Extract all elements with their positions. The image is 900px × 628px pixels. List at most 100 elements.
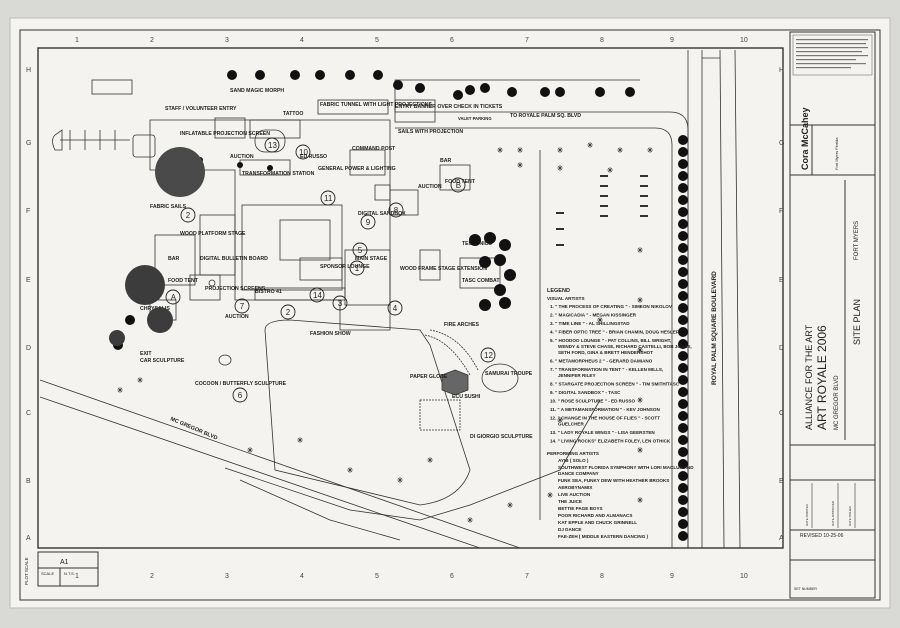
- bottom-block: A1 SCALE N.T.S. PLOT SCALE: [24, 551, 99, 587]
- artwork-marker: 6: [232, 387, 248, 403]
- tree: [507, 87, 517, 97]
- grid-column-label: 3: [225, 37, 229, 44]
- plot-scale: PLOT SCALE: [24, 557, 29, 585]
- legend-visual-item: 4. " FIBER OPTIC TREE " - BRIAN CHAMIN, …: [550, 330, 679, 335]
- artwork-marker: 1: [349, 260, 365, 276]
- site-label-staff: STAFF / VOLUNTEER ENTRY: [165, 106, 237, 112]
- tree: [465, 85, 475, 95]
- tree: [678, 231, 688, 241]
- sheet-title: SITE PLAN: [852, 299, 862, 345]
- title-block: Cora McCahey Fort Myers Florida ALLIANCE…: [789, 31, 876, 599]
- tree: [678, 399, 688, 409]
- artwork-marker-number: 8: [394, 206, 399, 215]
- site-label-sails-proj: SAILS WITH PROJECTION: [398, 129, 463, 135]
- large-tree-canopy: [109, 147, 205, 346]
- shrub: [597, 317, 603, 323]
- tree: [227, 70, 237, 80]
- shrub: [397, 477, 403, 483]
- artwork-marker-number: 7: [240, 302, 245, 311]
- tree: [479, 299, 491, 311]
- legend-visual-item: 11. " A METAMANSFORMATION " - KEV JOHNSO…: [550, 407, 660, 412]
- artwork-marker-number: 6: [238, 391, 243, 400]
- shrub: [517, 147, 523, 153]
- grid-column-label: 5: [375, 37, 379, 44]
- site-label-car-sculpture: CAR SCULPTURE: [140, 358, 185, 364]
- shrub: [557, 165, 563, 171]
- grid-row-label: H: [26, 67, 31, 74]
- shrub: [547, 492, 553, 498]
- shrub: [617, 147, 623, 153]
- legend-visual-item: 13. " LADY ROYALE WINGS " - LISA GEERSTE…: [550, 430, 655, 435]
- tree: [255, 70, 265, 80]
- grid-column-label: 2: [150, 37, 154, 44]
- tree: [678, 435, 688, 445]
- legend-performing-item: SOUTHWEST FLORIDA SYMPHONY WITH LORI MAC…: [558, 465, 694, 476]
- site-label-ed-russo: ED RUSSO: [300, 154, 327, 160]
- grid-row-label: F: [26, 208, 30, 215]
- artwork-marker-number: 1: [355, 264, 360, 273]
- site-label-food-tent-b: FOOD TENT: [445, 179, 476, 185]
- tree: [499, 297, 511, 309]
- tree: [678, 483, 688, 493]
- tree: [480, 83, 490, 93]
- grid-row-label: G: [779, 140, 784, 147]
- site-label-fashion-show: FASHION SHOW: [310, 331, 351, 337]
- shrub: [637, 447, 643, 453]
- tree: [678, 279, 688, 289]
- tree: [678, 147, 688, 157]
- tree: [595, 87, 605, 97]
- artwork-marker-number: A: [171, 293, 177, 302]
- legend-performing-item: LIVE AUCTION: [558, 492, 591, 497]
- grid-row-label: F: [779, 208, 783, 215]
- grid-column-label: 10: [740, 37, 748, 44]
- tree: [393, 80, 403, 90]
- tree: [678, 291, 688, 301]
- site-label-samurai: SAMURAI TROUPE: [485, 371, 533, 377]
- tree: [678, 195, 688, 205]
- tree: [678, 183, 688, 193]
- scale-value: N.T.S.: [64, 571, 75, 576]
- site-label-bistro: BISTRO 41: [255, 289, 282, 295]
- tree: [290, 70, 300, 80]
- artwork-marker: 13: [264, 137, 280, 153]
- shrub: [297, 437, 303, 443]
- firm-name: Cora McCahey: [800, 107, 810, 170]
- grid-column-label: 9: [670, 37, 674, 44]
- artwork-marker-number: 3: [338, 299, 343, 308]
- tree: [678, 423, 688, 433]
- site-label-sponsor: SPONSOR LOUNGE: [320, 264, 370, 270]
- artwork-marker: 14: [309, 287, 325, 303]
- grid-column-label: 3: [225, 573, 229, 580]
- grid-row-label: E: [779, 277, 784, 284]
- shrub: [587, 142, 593, 148]
- tree: [678, 459, 688, 469]
- artwork-marker-number: 5: [358, 246, 363, 255]
- artwork-marker-number: 11: [324, 194, 333, 203]
- grid-row-label: D: [779, 345, 784, 352]
- tree: [484, 232, 496, 244]
- legend-performing-item: BETTIE PAGE BOYS: [558, 506, 603, 511]
- legend-visual-item: 10. " ROSE SCULPTURE " - ED RUSSO: [550, 399, 635, 404]
- site-label-digital-bulletin: DIGITAL BULLETIN BOARD: [200, 256, 268, 262]
- scale-label: SCALE: [41, 571, 54, 576]
- site-label-sand: SAND MAGIC MORPH: [230, 88, 284, 94]
- grid-column-label: 1: [75, 573, 79, 580]
- grid-column-label: 8: [600, 573, 604, 580]
- shrub: [557, 147, 563, 153]
- valet-label: VALET PARKING: [458, 116, 492, 121]
- site-label-entry-banner: ENTRY BANNER OVER CHECK IN TICKETS: [395, 104, 503, 110]
- parking-stalls: [556, 175, 648, 246]
- set-number: SET NUMBER: [794, 587, 817, 591]
- legend-visual-item: 14. " LIVING ROCKS" ELIZABETH FOLEY, LEN…: [550, 439, 671, 444]
- legend-performing-item: AEROBYNAMIX: [558, 485, 593, 490]
- drawing-border: [37, 47, 784, 549]
- project-line-3: MC GREGOR BLVD: [834, 375, 840, 430]
- legend-visual-item: 7. " TRANSFORMATION IN TENT " - KELLEN M…: [550, 367, 663, 378]
- firm-city: Fort Myers Florida: [834, 137, 839, 170]
- tree: [415, 83, 425, 93]
- shrub: [637, 297, 643, 303]
